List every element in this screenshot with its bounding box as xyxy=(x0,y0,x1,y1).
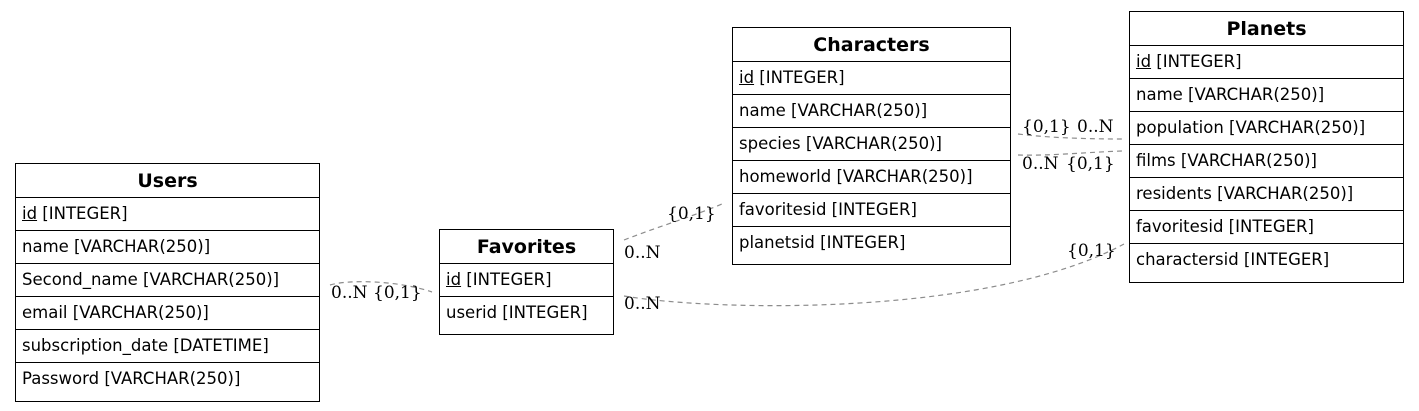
cardinality-favorites-planets-one: {0,1} xyxy=(1067,241,1116,261)
cardinality-favorites-characters-one: {0,1} xyxy=(667,204,716,224)
cardinality-characters-planets-one-b: {0,1} xyxy=(1066,154,1115,174)
column-row: residents [VARCHAR(250)] xyxy=(1130,178,1403,211)
column-name: films xyxy=(1136,151,1176,170)
column-row: email [VARCHAR(250)] xyxy=(16,297,319,330)
edge-characters-planets-films xyxy=(1017,150,1123,156)
column-row: name [VARCHAR(250)] xyxy=(1130,79,1403,112)
column-type: [DATETIME] xyxy=(168,336,269,355)
column-type: [VARCHAR(250)] xyxy=(99,369,241,388)
edge-users-favorites xyxy=(329,281,433,293)
column-type: [VARCHAR(250)] xyxy=(1223,118,1366,137)
entity-title: Favorites xyxy=(440,230,613,264)
primary-key: id xyxy=(446,270,462,289)
entity-title: Planets xyxy=(1130,12,1403,46)
column-row: species [VARCHAR(250)] xyxy=(733,128,1010,161)
column-row: planetsid [INTEGER] xyxy=(733,227,1010,260)
column-type: [VARCHAR(250)] xyxy=(785,101,928,120)
column-row: id [INTEGER] xyxy=(733,62,1010,95)
column-row: population [VARCHAR(250)] xyxy=(1130,112,1403,145)
entity-title: Characters xyxy=(733,28,1010,62)
column-row: films [VARCHAR(250)] xyxy=(1130,145,1403,178)
column-name: userid xyxy=(446,303,498,322)
column-name: planetsid xyxy=(739,233,815,252)
column-type: [INTEGER] xyxy=(497,303,588,322)
primary-key: id xyxy=(739,68,755,87)
column-row: favoritesid [INTEGER] xyxy=(733,194,1010,227)
entity-favorites: Favorites id [INTEGER] userid [INTEGER] xyxy=(439,229,614,335)
column-type: [VARCHAR(250)] xyxy=(137,270,280,289)
edge-characters-planets-population xyxy=(1017,133,1123,140)
column-row: id [INTEGER] xyxy=(16,198,319,231)
cardinality-favorites-planets-many: 0..N xyxy=(624,294,661,314)
column-name: name xyxy=(739,101,786,120)
edge-favorites-planets xyxy=(623,243,1125,307)
cardinality-characters-planets-one-a: {0,1} xyxy=(1022,117,1071,137)
column-type: [VARCHAR(250)] xyxy=(1175,151,1317,170)
column-name: Second_name xyxy=(22,270,138,289)
column-row: charactersid [INTEGER] xyxy=(1130,244,1403,277)
cardinality-users-one: {0,1} xyxy=(373,283,422,303)
column-name: residents xyxy=(1136,184,1212,203)
column-type: [INTEGER] xyxy=(1223,217,1314,236)
column-row: subscription_date [DATETIME] xyxy=(16,330,319,363)
column-type: [VARCHAR(250)] xyxy=(1211,184,1354,203)
entity-characters: Characters id [INTEGER] name [VARCHAR(25… xyxy=(732,27,1011,265)
column-type: [INTEGER] xyxy=(754,68,845,87)
column-type: [INTEGER] xyxy=(826,200,917,219)
column-type: [VARCHAR(250)] xyxy=(1182,85,1325,104)
primary-key: id xyxy=(22,204,38,223)
column-type: [VARCHAR(250)] xyxy=(68,237,211,256)
column-name: homeworld xyxy=(739,167,832,186)
column-type: [INTEGER] xyxy=(461,270,552,289)
column-name: species xyxy=(739,134,801,153)
edge-favorites-characters xyxy=(623,202,725,241)
column-row: Second_name [VARCHAR(250)] xyxy=(16,264,319,297)
column-type: [VARCHAR(250)] xyxy=(831,167,973,186)
column-type: [INTEGER] xyxy=(814,233,906,252)
column-name: subscription_date xyxy=(22,336,169,355)
column-name: charactersid xyxy=(1136,250,1239,269)
column-name: favoritesid xyxy=(1136,217,1224,236)
column-name: email xyxy=(22,303,68,322)
entity-users: Users id [INTEGER] name [VARCHAR(250)] S… xyxy=(15,163,320,402)
column-row: id [INTEGER] xyxy=(1130,46,1403,79)
column-row: name [VARCHAR(250)] xyxy=(733,95,1010,128)
column-row: homeworld [VARCHAR(250)] xyxy=(733,161,1010,194)
column-row: favoritesid [INTEGER] xyxy=(1130,211,1403,244)
column-row: id [INTEGER] xyxy=(440,264,613,297)
column-name: name xyxy=(22,237,69,256)
cardinality-characters-planets-many-a: 0..N xyxy=(1077,117,1114,137)
entity-planets: Planets id [INTEGER] name [VARCHAR(250)]… xyxy=(1129,11,1404,283)
column-type: [VARCHAR(250)] xyxy=(800,134,942,153)
column-row: userid [INTEGER] xyxy=(440,297,613,330)
column-type: [INTEGER] xyxy=(1238,250,1330,269)
primary-key: id xyxy=(1136,52,1152,71)
column-name: population xyxy=(1136,118,1224,137)
column-type: [VARCHAR(250)] xyxy=(67,303,209,322)
column-type: [INTEGER] xyxy=(1151,52,1242,71)
column-type: [INTEGER] xyxy=(37,204,128,223)
column-name: Password xyxy=(22,369,100,388)
cardinality-favorites-characters-many: 0..N xyxy=(624,243,661,263)
column-row: Password [VARCHAR(250)] xyxy=(16,363,319,396)
column-name: favoritesid xyxy=(739,200,827,219)
cardinality-users-many: 0..N xyxy=(331,283,368,303)
cardinality-characters-planets-many-b: 0..N xyxy=(1022,154,1059,174)
column-name: name xyxy=(1136,85,1183,104)
column-row: name [VARCHAR(250)] xyxy=(16,231,319,264)
entity-title: Users xyxy=(16,164,319,198)
